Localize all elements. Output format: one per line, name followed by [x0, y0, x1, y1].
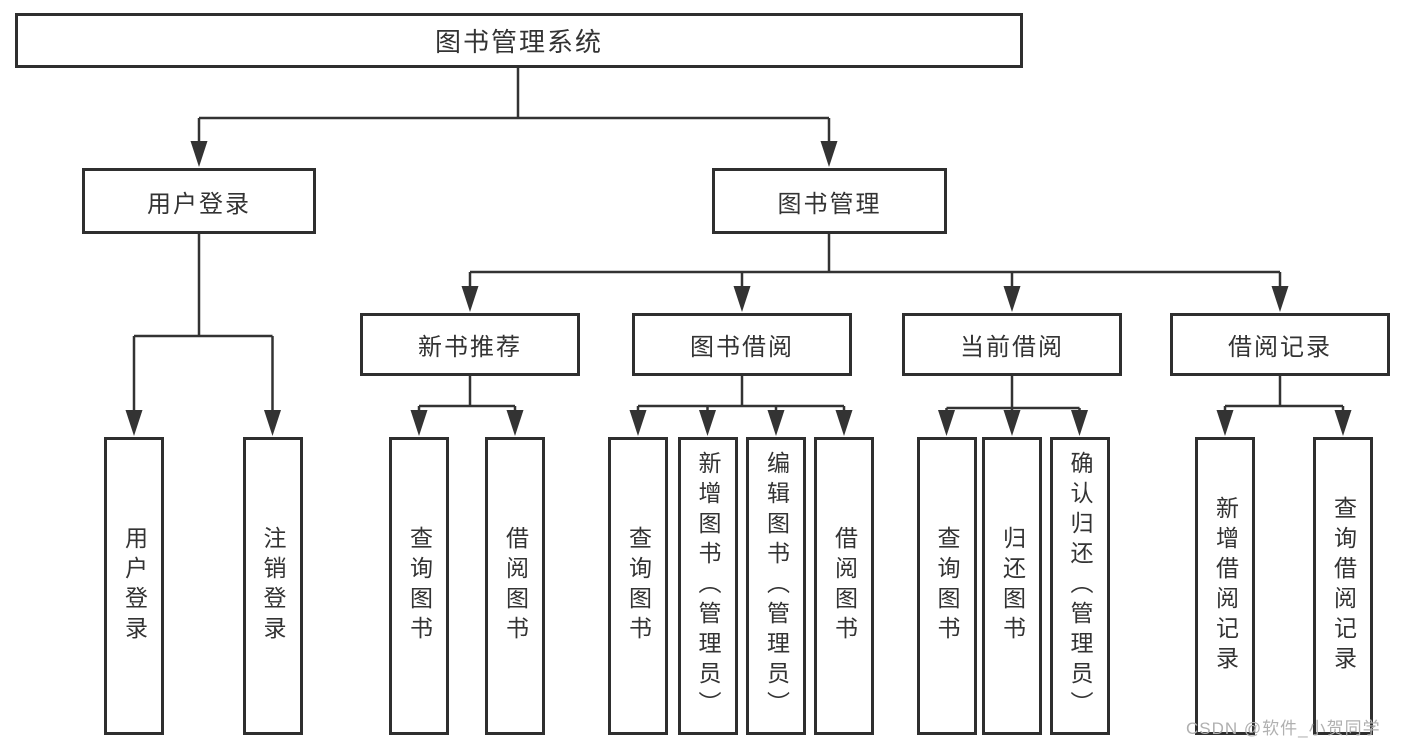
node-borrowing-records: 借阅记录 — [1170, 313, 1390, 376]
node-current-borrowing: 当前借阅 — [902, 313, 1122, 376]
leaf-borrow-books-2: 借阅图书 — [814, 437, 874, 735]
node-root-library-system: 图书管理系统 — [15, 13, 1023, 68]
node-new-book-recommend: 新书推荐 — [360, 313, 580, 376]
leaf-add-books-admin: 新增图书（管理员） — [677, 437, 738, 735]
leaf-query-books-2: 查询图书 — [608, 437, 668, 735]
leaf-logout: 注销登录 — [242, 437, 303, 735]
leaf-confirm-return-admin: 确认归还（管理员） — [1049, 437, 1110, 735]
leaf-add-borrow-record: 新增借阅记录 — [1195, 437, 1255, 735]
node-user-login: 用户登录 — [82, 168, 316, 234]
leaf-edit-books-admin: 编辑图书（管理员） — [746, 437, 806, 735]
node-book-borrowing: 图书借阅 — [632, 313, 852, 376]
leaf-query-borrow-record: 查询借阅记录 — [1313, 437, 1373, 735]
leaf-query-books-1: 查询图书 — [389, 437, 449, 735]
leaf-borrow-books-1: 借阅图书 — [485, 437, 545, 735]
leaf-query-books-3: 查询图书 — [916, 437, 977, 735]
leaf-return-books: 归还图书 — [982, 437, 1042, 735]
csdn-watermark: CSDN @软件_小贺同学 — [1186, 719, 1381, 738]
leaf-user-login: 用户登录 — [104, 437, 164, 735]
node-book-management: 图书管理 — [712, 168, 947, 234]
